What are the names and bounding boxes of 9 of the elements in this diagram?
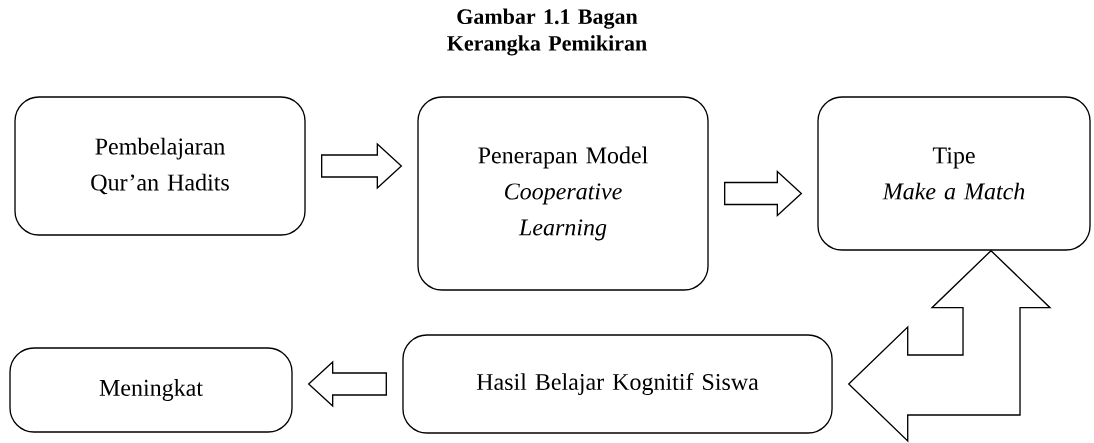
block-arrow	[307, 360, 387, 408]
process-box: Meningkat	[9, 347, 293, 433]
block-arrow	[724, 170, 803, 217]
block-arrow	[321, 142, 403, 190]
process-box: Tipe Make a Match	[817, 96, 1091, 251]
process-box: Penerapan Model Cooperative Learning	[417, 96, 709, 291]
process-box: Hasil Belajar Kognitif Siswa	[402, 334, 833, 434]
process-box: Pembelajaran Qur’an Hadits	[14, 96, 306, 236]
title: Gambar 1.1 Bagan Kerangka Pemikiran	[447, 8, 647, 56]
